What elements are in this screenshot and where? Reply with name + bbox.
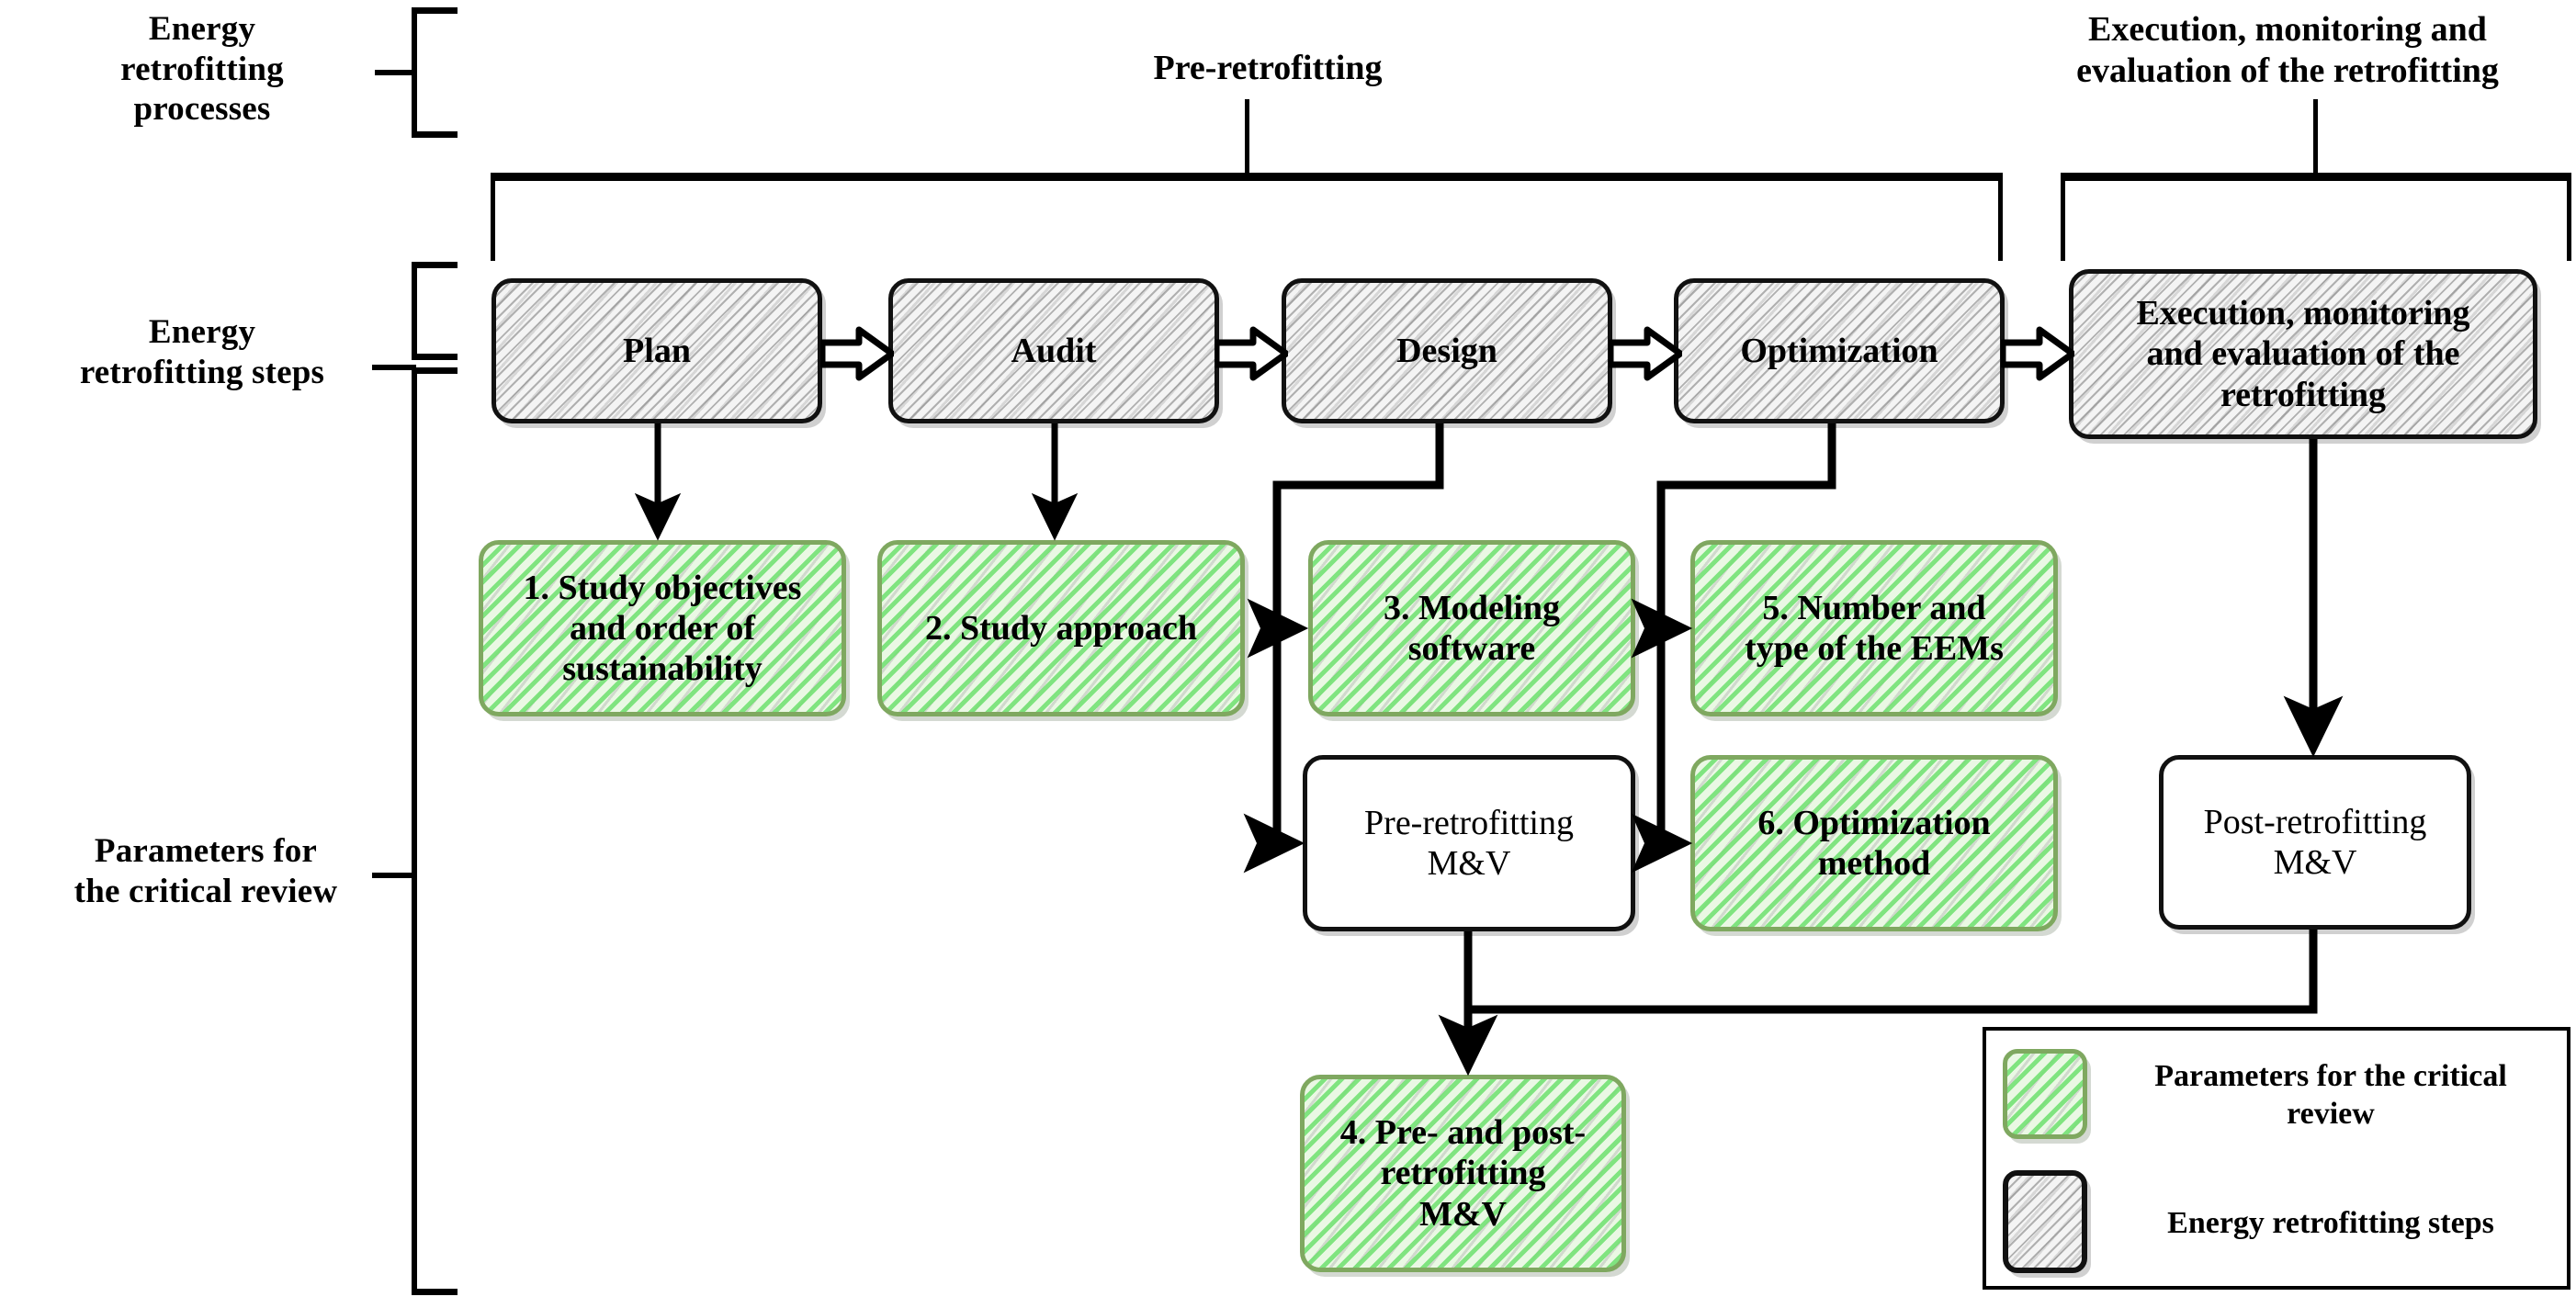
step-box-plan-label: Plan	[623, 331, 691, 370]
bracket-processes-stem	[375, 70, 416, 75]
parameter-box-2-label: 2. Study approach	[924, 608, 1197, 648]
bracket-parameters-stem	[372, 873, 416, 878]
step-box-plan[interactable]: Plan	[491, 278, 822, 423]
phase-label-pre-retrofitting: Pre-retrofitting	[1153, 49, 1383, 87]
parameter-box-4[interactable]: 4. Pre- and post- retrofitting M&V	[1300, 1075, 1626, 1272]
legend-panel: Parameters for the critical review Energ…	[1983, 1027, 2570, 1290]
step-box-execution[interactable]: Execution, monitoring and evaluation of …	[2069, 269, 2537, 439]
parameter-box-1-label: 1. Study objectives and order of sustain…	[523, 568, 802, 689]
step-box-design-label: Design	[1396, 331, 1497, 370]
parameter-box-5[interactable]: 5. Number and type of the EEMs	[1690, 540, 2058, 716]
phase-bracket-exec-left-leg	[2061, 173, 2065, 261]
mv-box-pre-retrofitting-label: Pre-retrofitting M&V	[1364, 803, 1574, 883]
step-box-audit[interactable]: Audit	[888, 278, 1219, 423]
bracket-processes-top-tick	[412, 7, 458, 14]
bracket-parameters-bottom-tick	[412, 1289, 458, 1295]
legend-swatch-steps	[2003, 1170, 2087, 1273]
phase-bracket-pre-horizontal	[491, 173, 2003, 181]
phase-bracket-exec-right-leg	[2567, 173, 2571, 261]
parameter-box-3[interactable]: 3. Modeling software	[1308, 540, 1635, 716]
step-box-execution-label: Execution, monitoring and evaluation of …	[2136, 294, 2470, 414]
group-label-energy-retrofitting-steps: Energy retrofitting steps	[79, 313, 325, 391]
step-box-optimization-label: Optimization	[1740, 331, 1938, 370]
parameter-box-5-label: 5. Number and type of the EEMs	[1745, 588, 2004, 668]
parameter-box-6[interactable]: 6. Optimization method	[1690, 755, 2058, 931]
bracket-steps-stem	[372, 365, 416, 370]
phase-bracket-exec-horizontal	[2061, 173, 2571, 181]
group-label-energy-retrofitting-processes: Energy retrofitting processes	[120, 10, 284, 129]
mv-box-post-retrofitting-label: Post-retrofitting M&V	[2203, 802, 2427, 882]
parameter-box-1[interactable]: 1. Study objectives and order of sustain…	[479, 540, 846, 716]
mv-box-pre-retrofitting[interactable]: Pre-retrofitting M&V	[1303, 755, 1635, 931]
bracket-parameters-top-tick	[412, 367, 458, 374]
step-box-design[interactable]: Design	[1282, 278, 1612, 423]
legend-swatch-parameters	[2003, 1049, 2087, 1139]
chevron-arrow-audit-design	[1215, 326, 1288, 381]
parameter-box-4-label: 4. Pre- and post- retrofitting M&V	[1339, 1113, 1587, 1234]
legend-label-steps: Energy retrofitting steps	[2167, 1206, 2494, 1240]
phase-bracket-pre-right-leg	[1998, 173, 2003, 261]
bracket-steps-bottom-tick	[412, 354, 458, 360]
chevron-arrow-design-optimization	[1609, 326, 1682, 381]
chevron-arrow-optimization-execution	[2001, 326, 2074, 381]
parameter-box-3-label: 3. Modeling software	[1383, 588, 1561, 668]
bracket-steps-top-tick	[412, 262, 458, 268]
chevron-arrow-plan-audit	[820, 326, 894, 381]
legend-label-parameters: Parameters for the critical review	[2154, 1059, 2507, 1131]
phase-bracket-pre-left-leg	[491, 173, 495, 261]
phase-bracket-exec-stem	[2313, 99, 2318, 175]
mv-box-post-retrofitting[interactable]: Post-retrofitting M&V	[2159, 755, 2471, 930]
parameter-box-6-label: 6. Optimization method	[1757, 803, 1991, 883]
step-box-audit-label: Audit	[1011, 331, 1097, 370]
parameter-box-2[interactable]: 2. Study approach	[877, 540, 1245, 716]
bracket-processes-bottom-tick	[412, 131, 458, 138]
bracket-parameters-vertical	[412, 367, 417, 1295]
phase-bracket-pre-stem	[1245, 99, 1249, 175]
bracket-steps-vertical	[412, 262, 417, 360]
group-label-parameters-for-the-critical-review: Parameters for the critical review	[73, 832, 338, 910]
phase-label-execution-monitoring-evaluation: Execution, monitoring and evaluation of …	[2076, 10, 2499, 90]
step-box-optimization[interactable]: Optimization	[1674, 278, 2005, 423]
connector-post-mv-to-bus	[1468, 930, 2318, 1014]
